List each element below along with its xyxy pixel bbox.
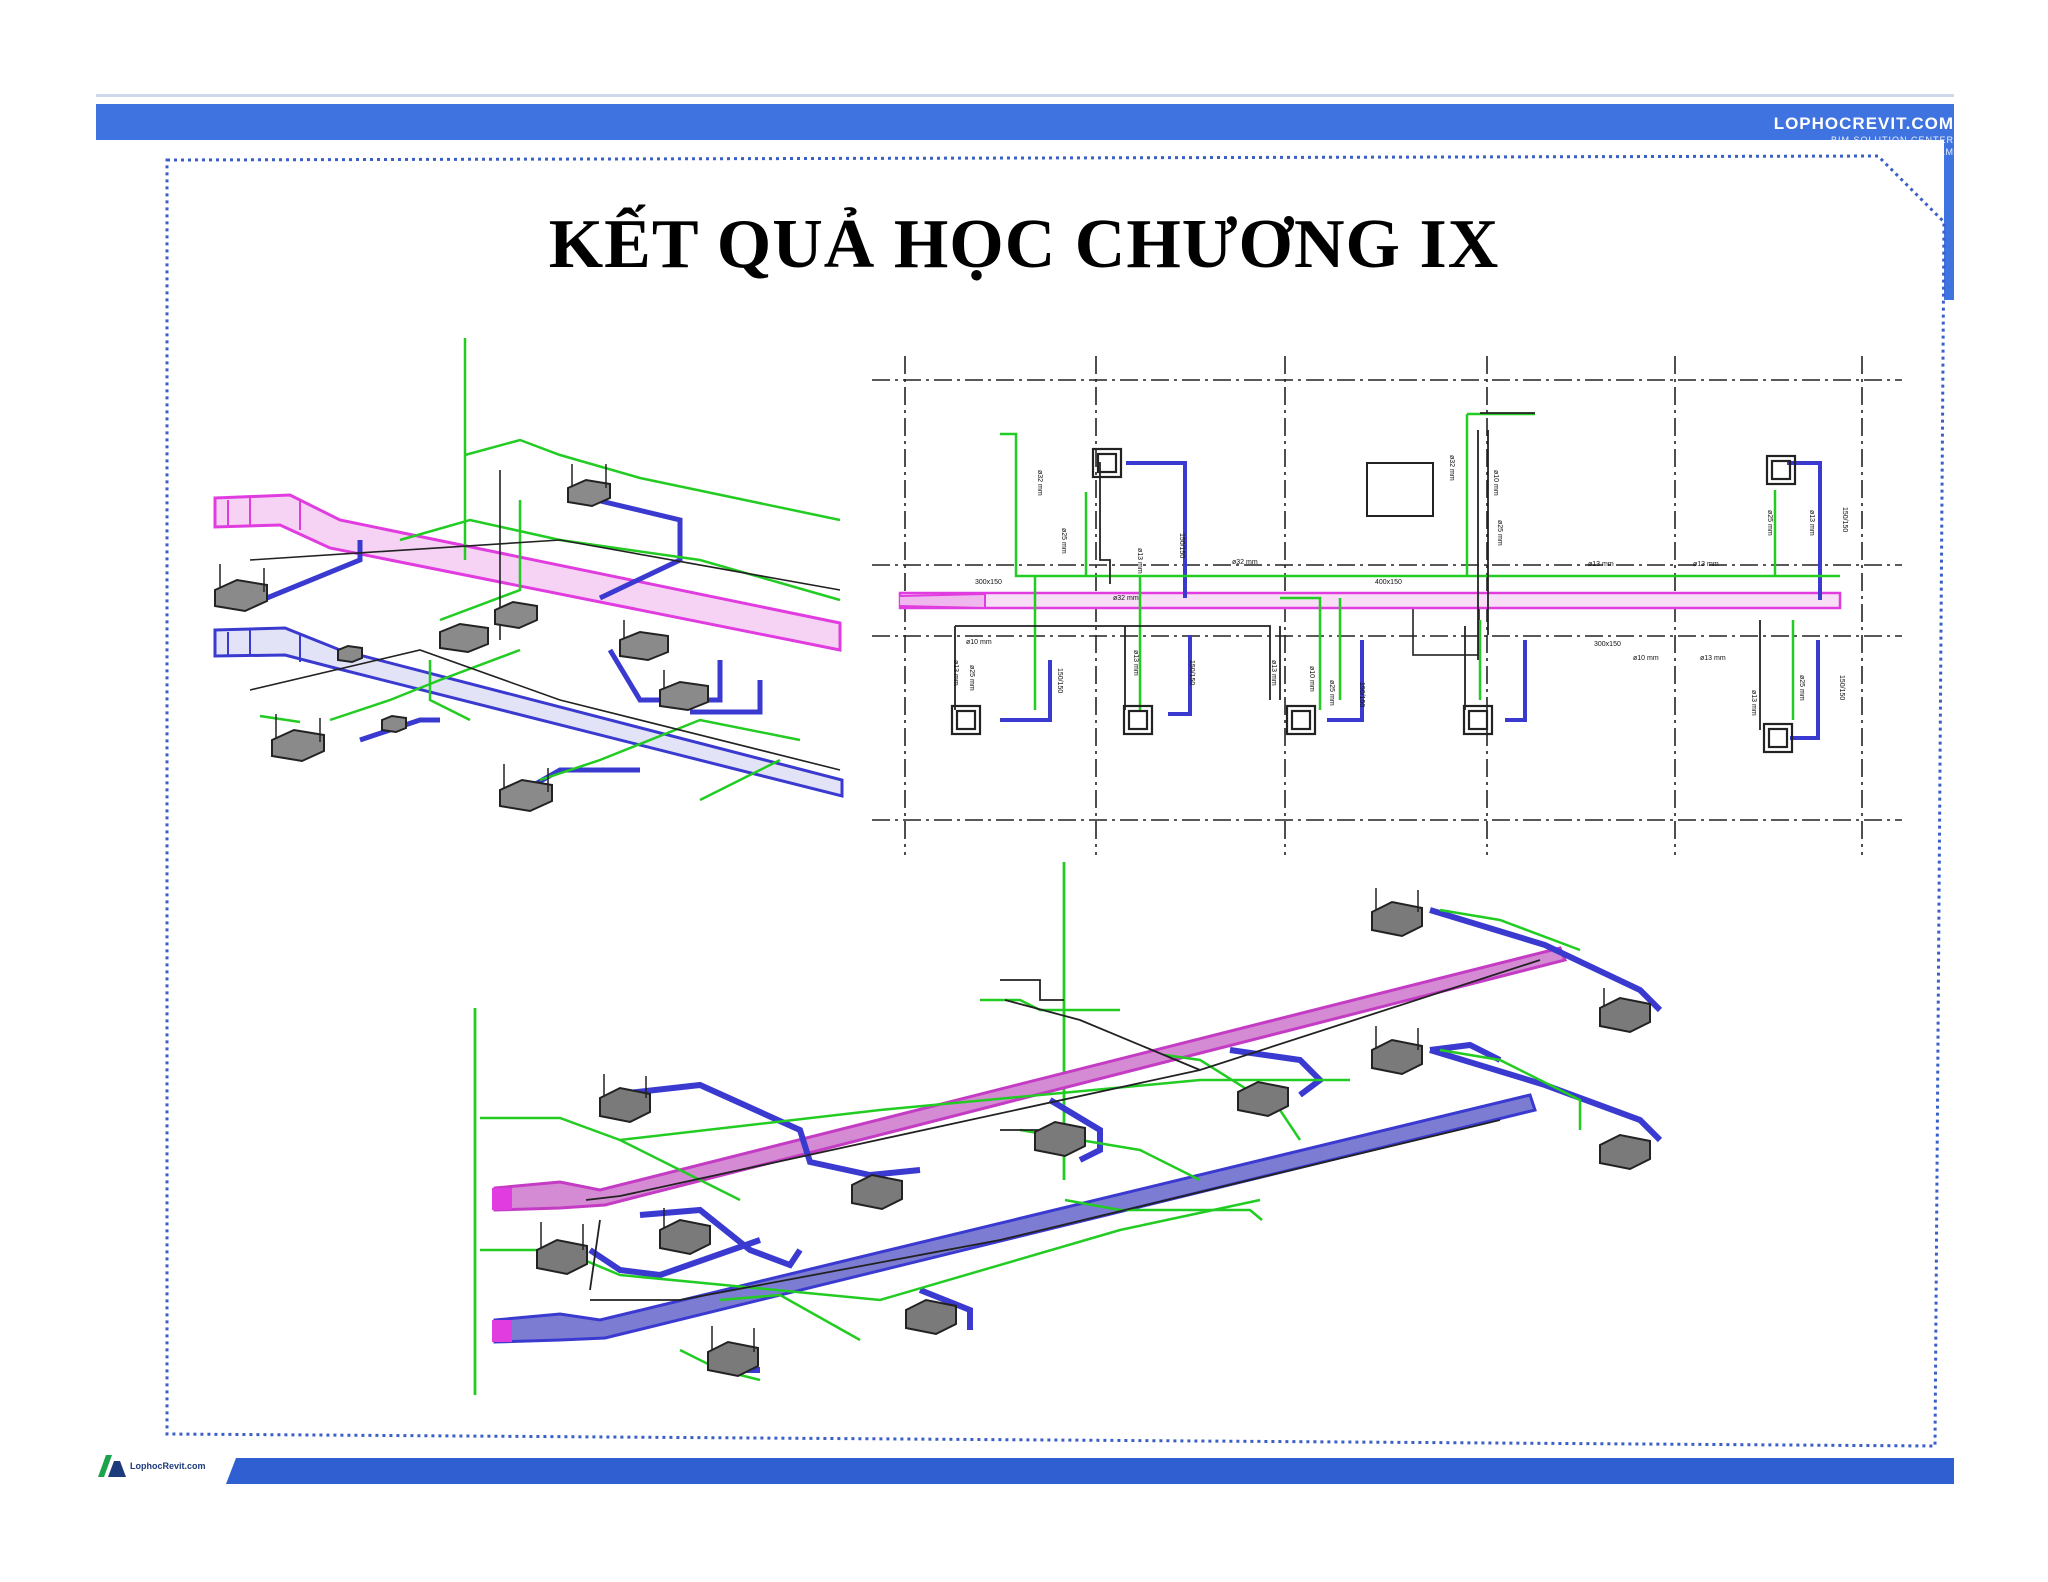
fan-coil-unit-icon xyxy=(950,447,1797,754)
plan-label-v: 150/150 xyxy=(1841,507,1848,532)
plan-label-h: 400x150 xyxy=(1375,579,1402,586)
plan-label-v: ø10 mm xyxy=(1308,666,1315,692)
plan-label-v: 150/150 xyxy=(1056,668,1063,693)
plan-label-v: ø25 mm xyxy=(1060,528,1067,554)
brand-country: VIETNAM xyxy=(1906,147,1954,157)
plan-label-h: ø32 mm xyxy=(1113,595,1139,602)
isometric-view-bottom xyxy=(473,862,1663,1395)
plan-label-v: 150/150 xyxy=(1838,675,1845,700)
plan-label-h: ø13 mm xyxy=(1700,655,1726,662)
header-hairline xyxy=(96,94,1954,97)
plan-view: 300x150 ø32 mm ø32 mm 400x150 ø13 mm ø13… xyxy=(872,356,1902,855)
plan-label-h: ø13 mm xyxy=(1693,561,1719,568)
plan-label-h: ø10 mm xyxy=(1633,655,1659,662)
plan-label-v: 150/150 xyxy=(1358,682,1365,707)
brand-subtitle: BIM SOLUTION CENTER xyxy=(1830,135,1954,145)
plan-label-v: ø25 mm xyxy=(1766,510,1773,536)
footer-logo: LophocRevit.com xyxy=(98,1455,206,1477)
lophocrevit-logo-icon xyxy=(98,1455,126,1477)
footer-logo-text: LophocRevit.com xyxy=(130,1461,206,1471)
plan-label-v: ø13 mm xyxy=(1136,548,1143,574)
fan-coil-unit-icon xyxy=(214,478,709,813)
brand-name: LOPHOCREVIT.COM xyxy=(1773,114,1954,133)
plan-label-h: ø32 mm xyxy=(1232,559,1258,566)
plan-label-v: ø13 mm xyxy=(1808,510,1815,536)
page-title: KẾT QUẢ HỌC CHƯƠNG IX xyxy=(548,206,1500,283)
plan-label-v: ø13 mm xyxy=(1132,650,1139,676)
plan-label-h: ø13 mm xyxy=(1588,561,1614,568)
plan-label-v: ø32 mm xyxy=(1036,470,1043,496)
plan-label-v: ø13 mm xyxy=(1750,690,1757,716)
plan-label-h: 300x150 xyxy=(1594,641,1621,648)
plan-label-h: 300x150 xyxy=(975,579,1002,586)
plan-label-v: 150/150 xyxy=(1178,533,1185,558)
plan-label-v: 150/150 xyxy=(1188,660,1195,685)
dotted-frame xyxy=(165,154,1946,1448)
plan-label-v: ø10 mm xyxy=(1492,470,1499,496)
plan-label-v: ø25 mm xyxy=(1328,680,1335,706)
header-bar xyxy=(96,104,1954,300)
fan-coil-unit-icon xyxy=(536,900,1651,1378)
footer-bar xyxy=(226,1458,1954,1484)
plan-label-v: ø25 mm xyxy=(1798,675,1805,701)
plan-label-v: ø25 mm xyxy=(1496,520,1503,546)
brand-block: LOPHOCREVIT.COM BIM SOLUTION CENTER VIET… xyxy=(1774,114,1954,158)
plan-label-v: ø32 mm xyxy=(1448,455,1455,481)
isometric-view-left xyxy=(213,338,844,813)
plan-label-h: ø10 mm xyxy=(966,639,992,646)
plan-label-v: ø25 mm xyxy=(968,665,975,691)
plan-label-v: ø13 mm xyxy=(952,660,959,686)
plan-label-v: ø13 mm xyxy=(1270,660,1277,686)
